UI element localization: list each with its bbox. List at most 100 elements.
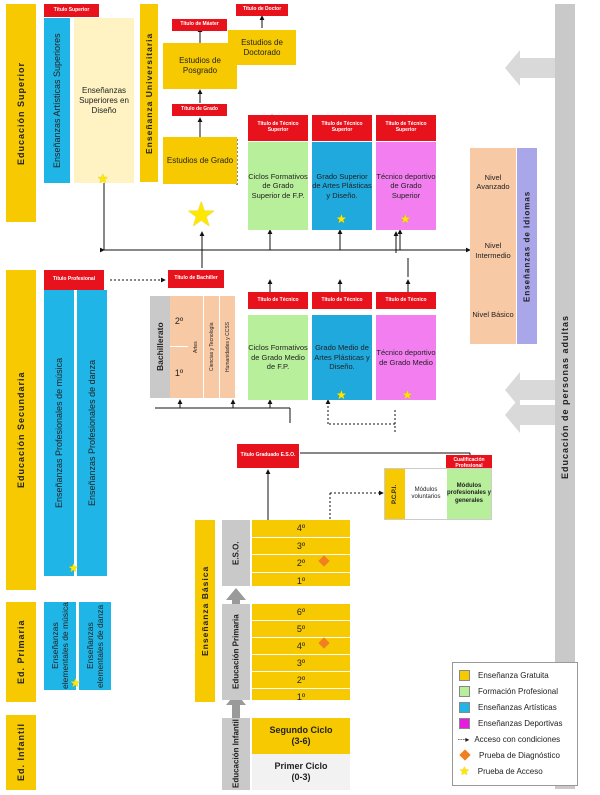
legend-swatch-gratuita	[459, 669, 470, 681]
estudios-doctorado-box: Estudios de Doctorado	[228, 30, 296, 65]
legend-gratuita: Enseñanza Gratuita	[453, 667, 577, 683]
sidebar-ensenanzas-idiomas: Enseñanzas de Idiomas	[517, 148, 537, 344]
bachillerato-box: 2º 1º Artes Ciencias y Tecnología Humani…	[170, 296, 236, 398]
titulo-profesional-tag: Título Profesional	[44, 270, 104, 290]
deportivo-grado-medio-label: Técnico deportivo de Grado Medio	[376, 348, 436, 367]
sidebar-ensenanza-basica: Enseñanza Básica	[195, 520, 215, 702]
star-icon: ★	[68, 561, 79, 575]
primaria-curso-6: 6º	[252, 604, 350, 621]
nivel-avanzado-label: Nivel Avanzado	[476, 172, 510, 192]
artes-grado-superior-box: Grado Superior de Artes Plásticas y Dise…	[312, 142, 372, 230]
titulo-tecnico-tag-artes: Título de Técnico	[312, 292, 372, 309]
primaria-curso-4: 4º	[252, 638, 350, 655]
bachillerato-curso2: 2º	[170, 296, 188, 347]
eso-curso-3: 3º	[252, 538, 350, 555]
titulo-grado-tag: Título de Grado	[172, 104, 227, 116]
star-icon: ★	[97, 171, 109, 186]
primaria-label: Educación Primaria	[222, 604, 250, 700]
primer-ciclo-edad: (0-3)	[291, 772, 311, 782]
titulo-tecnico-superior-tag-deportivo: Título de Técnico Superior	[376, 115, 436, 141]
nivel-intermedio-label: Nivel Intermedio	[475, 241, 511, 260]
deportivo-grado-medio-box: Técnico deportivo de Grado Medio	[376, 315, 436, 400]
titulo-tecnico-superior-tag-artes: Título de Técnico Superior	[312, 115, 372, 141]
sidebar-ensenanza-universitaria: Enseñanza Universitaria	[140, 4, 158, 182]
estudios-posgrado-box: Estudios de Posgrado	[163, 43, 237, 89]
star-icon: ★	[336, 212, 347, 226]
artisticas-superiores-box: Enseñanzas Artísticas Superiores	[44, 18, 70, 183]
ciclos-grado-medio-label: Ciclos Formativos de Grado Medio de F.P.	[248, 343, 308, 372]
legend-deportivas: Enseñanzas Deportivas	[453, 715, 577, 731]
modulos-voluntarios-label: Módulos voluntarios	[411, 486, 441, 501]
legend-diagnostico-label: Prueba de Diagnóstico	[479, 750, 560, 760]
legend-profesional: Formación Profesional	[453, 683, 577, 699]
ciclos-grado-medio-box: Ciclos Formativos de Grado Medio de F.P.	[248, 315, 308, 400]
legend-condiciones: ·····▸Acceso con condiciones	[453, 731, 577, 747]
star-icon: ★	[402, 388, 413, 402]
star-icon: ★	[70, 676, 81, 690]
sidebar-educacion-superior: Educación Superior	[6, 4, 36, 222]
segundo-ciclo-label: Segundo Ciclo	[269, 724, 333, 735]
modalidad-ciencias: Ciencias y Tecnología	[205, 296, 220, 398]
primer-ciclo-box: Primer Ciclo (0-3)	[252, 754, 350, 790]
sidebar-ed-primaria: Ed. Primaria	[6, 602, 36, 702]
legend-diagnostico: Prueba de Diagnóstico	[453, 747, 577, 763]
profesionales-musica-box: Enseñanzas Profesionales de música	[44, 290, 74, 576]
idiomas-box: Nivel Avanzado Nivel Intermedio Nivel Bá…	[470, 148, 516, 344]
legend: Enseñanza Gratuita Formación Profesional…	[452, 662, 578, 786]
eso-curso-4: 4º	[252, 520, 350, 538]
titulo-superior-tag: Título Superior	[44, 4, 99, 17]
eso-curso-2: 2º	[252, 555, 350, 573]
legend-deportivas-label: Enseñanzas Deportivas	[478, 718, 563, 728]
legend-swatch-artisticas	[459, 701, 470, 713]
bachillerato-curso1: 1º	[174, 367, 184, 378]
segundo-ciclo-edad: (3-6)	[291, 736, 311, 746]
star-icon: ★	[459, 764, 470, 778]
primaria-curso-3: 3º	[252, 655, 350, 672]
legend-gratuita-label: Enseñanza Gratuita	[478, 670, 549, 680]
eso-courses: 4º 3º 2º 1º	[252, 520, 350, 586]
doctorado-label: Estudios de Doctorado	[241, 37, 283, 57]
dashed-arrow-icon: ·····▸	[457, 734, 469, 744]
titulo-graduado-eso-tag: Título Graduado E.S.O.	[237, 444, 299, 468]
ciclos-grado-superior-label: Ciclos Formativos de Grado Superior de F…	[248, 171, 308, 200]
estudios-grado-box: Estudios de Grado	[163, 137, 237, 184]
legend-acceso: ★ Prueba de Acceso	[453, 763, 577, 779]
star-icon-large: ★	[186, 196, 217, 234]
artes-grado-medio-box: Grado Medio de Artes Plásticas y Diseño.	[312, 315, 372, 400]
grado-label: Estudios de Grado	[166, 155, 234, 165]
titulo-master-tag: Título de Máster	[172, 19, 227, 31]
primer-ciclo-label: Primer Ciclo	[274, 760, 328, 771]
sidebar-educacion-secundaria: Educación Secundaria	[6, 270, 36, 590]
disenio-superior-label: Enseñanzas Superiores en Diseño	[79, 85, 129, 115]
segundo-ciclo-box: Segundo Ciclo (3-6)	[252, 718, 350, 754]
sidebar-ed-infantil: Ed. Infantil	[6, 715, 36, 790]
eso-curso-1: 1º	[296, 575, 306, 586]
nivel-basico-label: Nivel Básico	[472, 309, 514, 319]
legend-acceso-label: Prueba de Acceso	[477, 766, 543, 776]
modalidad-humanidades: Humanidades y CCSS	[221, 296, 236, 398]
modalidad-artes: Artes	[189, 296, 204, 398]
diamond-icon	[459, 749, 471, 761]
titulo-tecnico-tag-deportivo: Título de Técnico	[376, 292, 436, 309]
deportivo-grado-superior-box: Técnico deportivo de Grado Superior	[376, 142, 436, 230]
primaria-curso-1: 1º	[296, 692, 306, 702]
elementales-danza-box: Enseñanzas elementales de danza	[79, 602, 111, 690]
titulo-bachiller-tag: Título de Bachiller	[168, 270, 224, 288]
bachillerato-label: Bachillerato	[150, 296, 170, 398]
modulos-generales-label: Módulos profesionales y generales	[447, 469, 491, 519]
primaria-curso-5: 5º	[252, 621, 350, 638]
infantil-label: Educación Infantil	[222, 718, 250, 790]
legend-profesional-label: Formación Profesional	[478, 686, 559, 696]
disenio-superior-box: Enseñanzas Superiores en Diseño	[74, 18, 134, 183]
legend-swatch-deportivas	[459, 717, 470, 729]
pcpi-label: P.C.P.I.	[385, 469, 405, 519]
star-icon: ★	[336, 388, 347, 402]
titulo-tecnico-superior-tag-fp: Título de Técnico Superior	[248, 115, 308, 141]
star-icon: ★	[400, 212, 411, 226]
legend-artisticas-label: Enseñanzas Artísticas	[478, 702, 557, 712]
titulo-doctor-tag: Título de Doctor	[236, 4, 288, 16]
pcpi-box: P.C.P.I. Módulos voluntarios Módulos pro…	[384, 468, 492, 520]
artes-grado-superior-label: Grado Superior de Artes Plásticas y Dise…	[312, 171, 372, 200]
eso-label: E.S.O.	[222, 520, 250, 586]
primaria-curso-2: 2º	[252, 672, 350, 689]
